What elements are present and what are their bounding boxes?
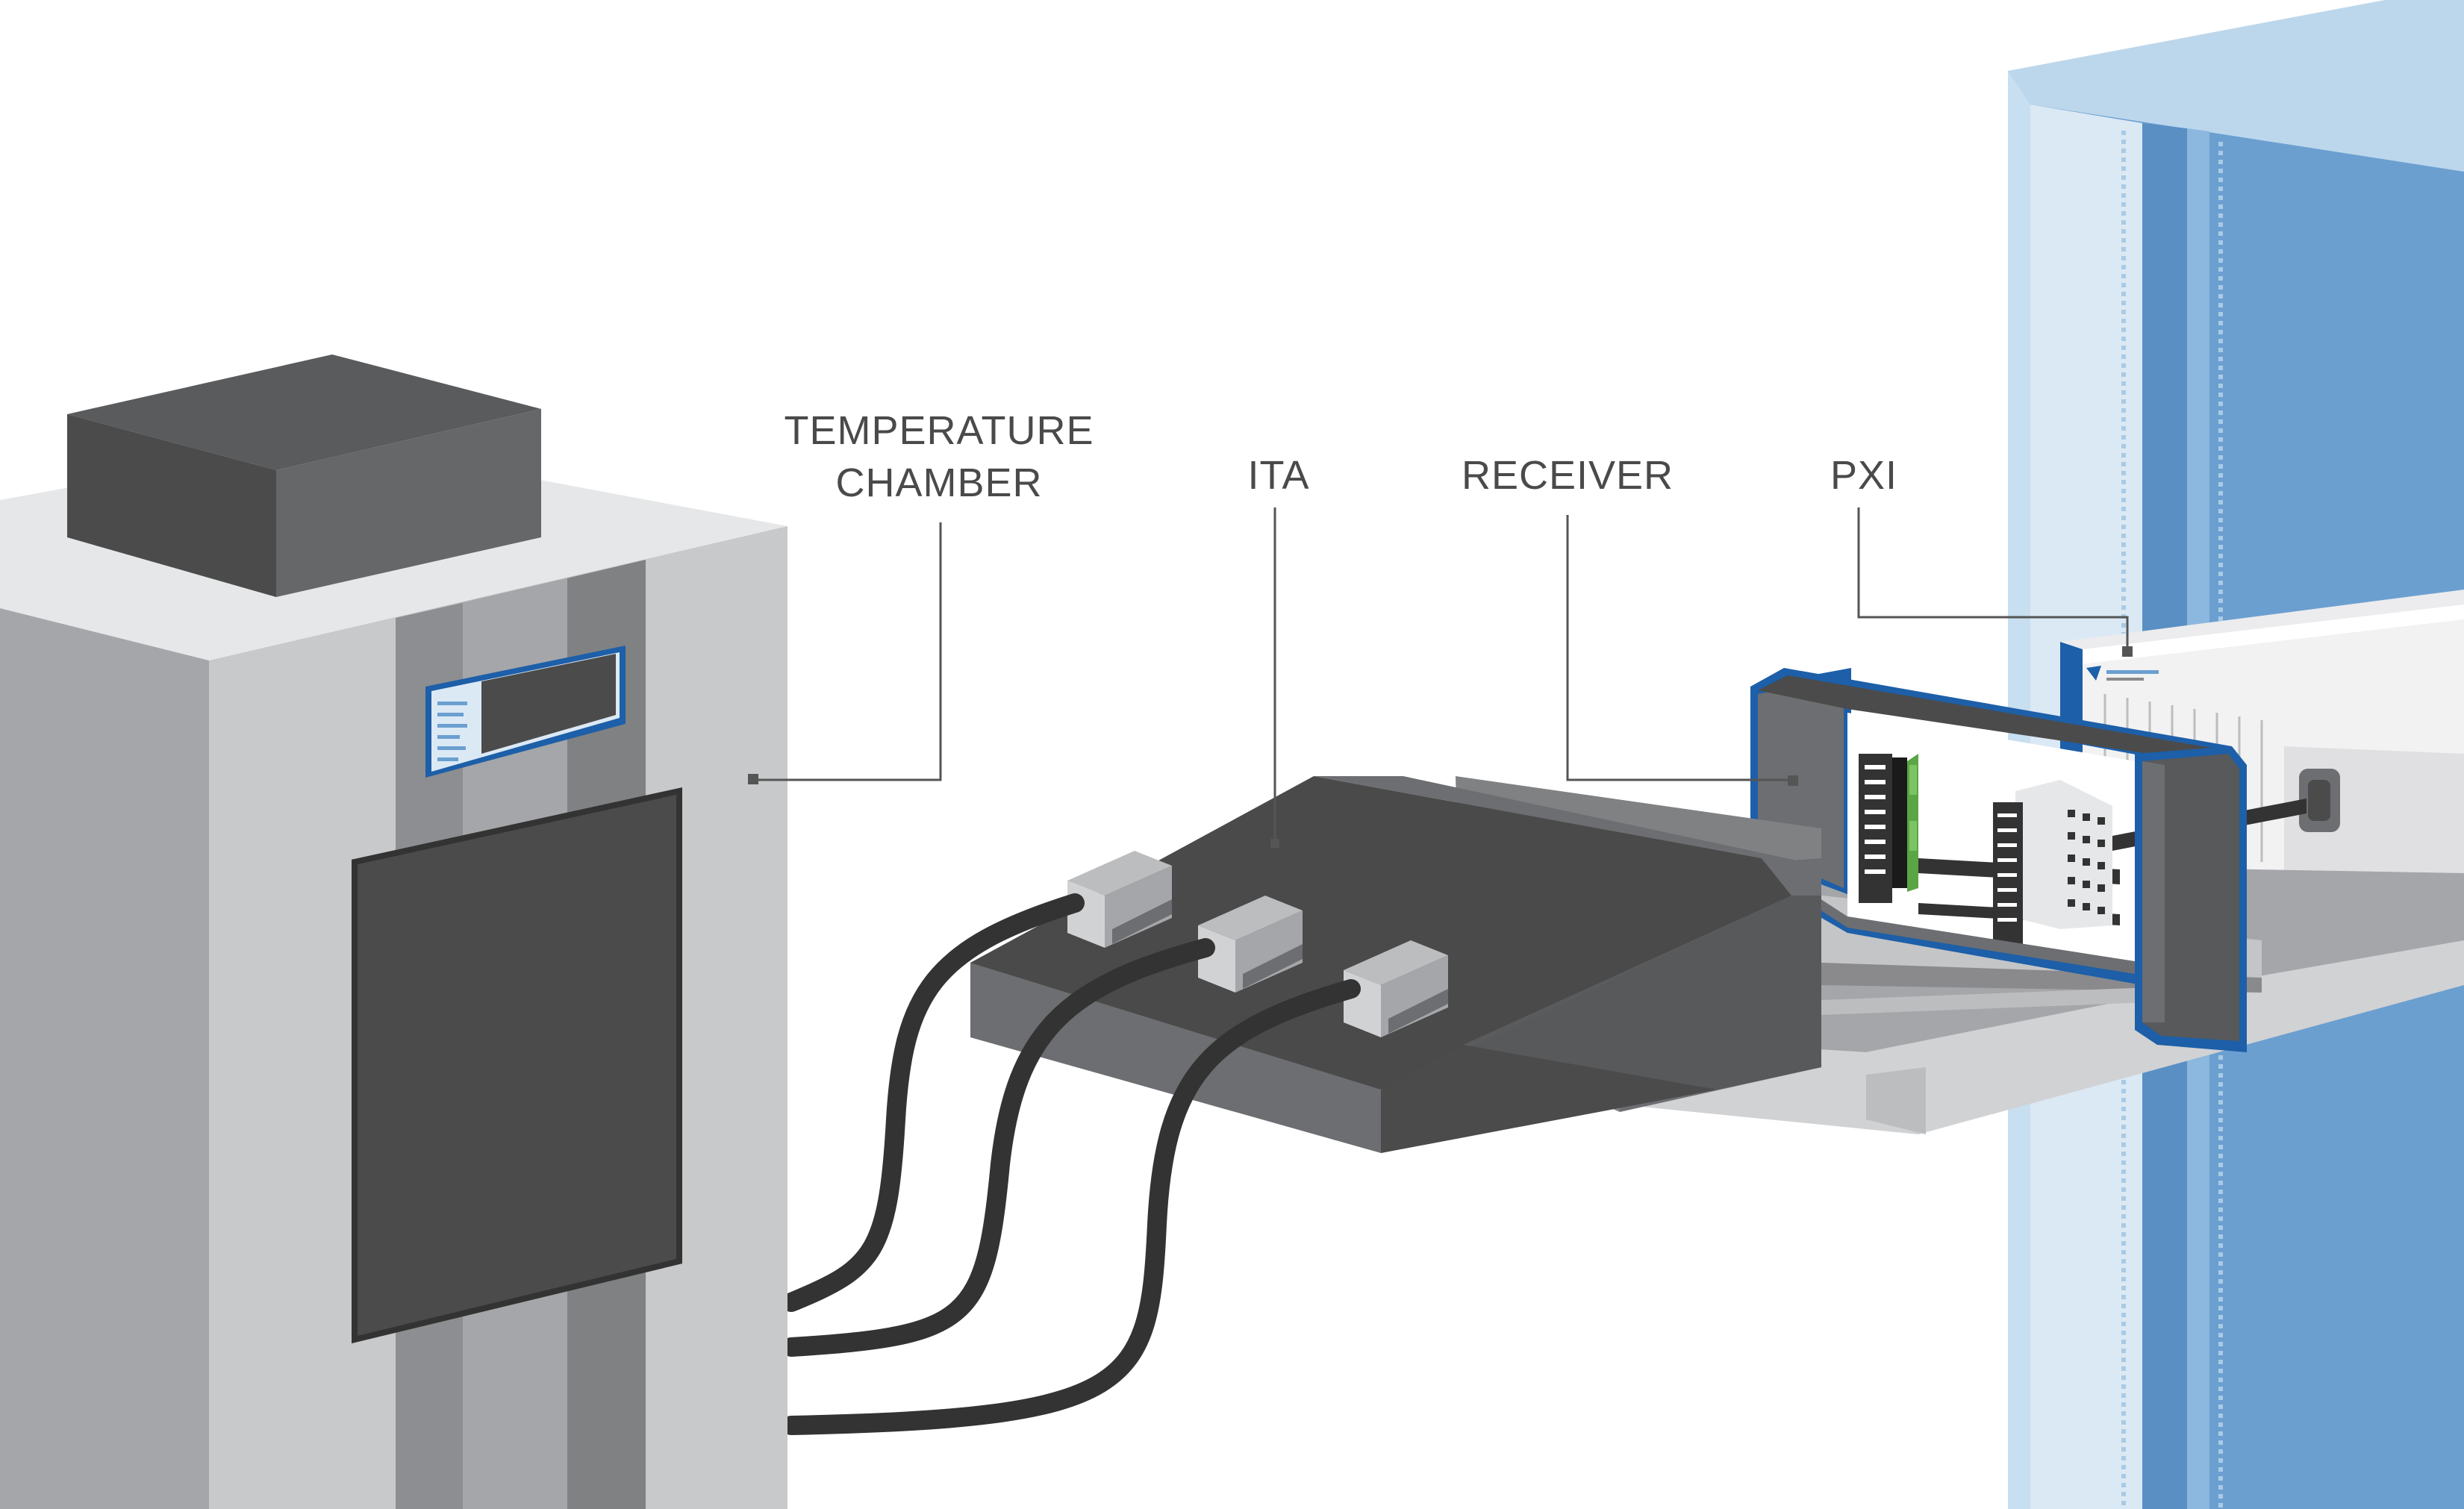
ni-logo-icon bbox=[2086, 666, 2159, 681]
label-temperature-chamber-line1: TEMPERATURE bbox=[784, 408, 1094, 453]
connector-3 bbox=[1344, 940, 1448, 1037]
callouts bbox=[748, 507, 2133, 848]
connector-1 bbox=[1067, 851, 1172, 948]
receiver-icon bbox=[1750, 668, 2307, 1052]
label-ita: ITA bbox=[1248, 453, 1310, 498]
label-temperature-chamber-line2: CHAMBER bbox=[835, 460, 1042, 505]
cables bbox=[782, 893, 1361, 1435]
temperature-chamber-icon bbox=[0, 354, 787, 1509]
label-pxi: PXI bbox=[1830, 453, 1897, 498]
ita-cable-connectors bbox=[1067, 851, 1448, 1037]
ita-icon bbox=[970, 776, 1821, 1153]
label-receiver: RECEIVER bbox=[1462, 453, 1674, 498]
connector-2 bbox=[1198, 896, 1303, 993]
chamber-display bbox=[425, 646, 626, 778]
